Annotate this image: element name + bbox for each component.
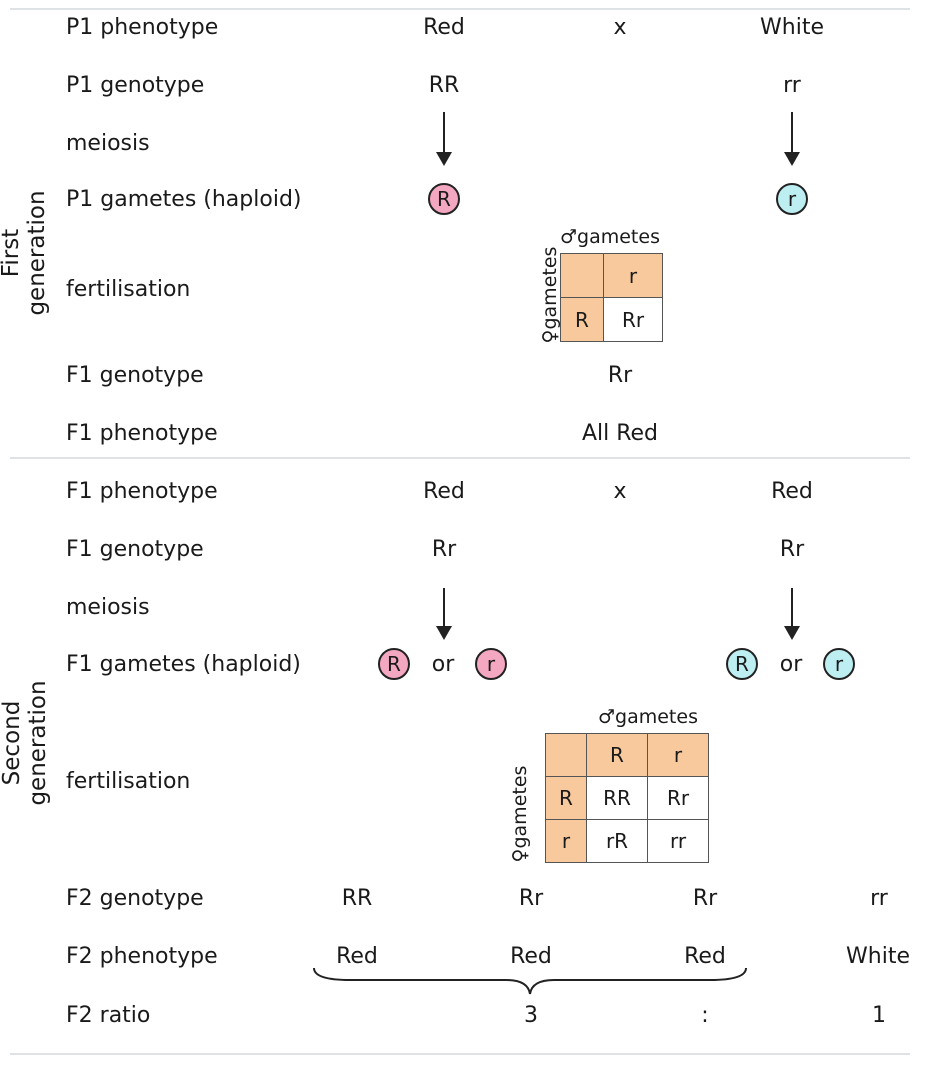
punnett-row-header: R — [545, 776, 587, 820]
punnett-cell: Rr — [647, 776, 709, 820]
punnett-cell: Rr — [603, 297, 663, 342]
cross-symbol: x — [613, 15, 627, 40]
female-gametes-label: ♀gametes — [539, 246, 561, 344]
f2-genotype-1: RR — [341, 886, 373, 911]
row-label-f1-phenotype-2: F1 phenotype — [66, 479, 218, 504]
f1-genotype-value: Rr — [607, 363, 633, 388]
punnett-cell: rR — [586, 819, 648, 863]
punnett-square-first: r R Rr — [560, 253, 663, 342]
ratio-separator: : — [701, 1003, 709, 1028]
parent-b-genotype: rr — [783, 73, 801, 98]
row-label-p1-gametes: P1 gametes (haploid) — [66, 187, 302, 212]
row-label-f1-gametes: F1 gametes (haploid) — [66, 652, 301, 677]
parent-a-phenotype: Red — [423, 15, 465, 40]
f2-phenotype-2: Red — [510, 944, 552, 969]
gamete-b-dominant: R — [726, 648, 758, 680]
f2-phenotype-1: Red — [336, 944, 378, 969]
gamete-b: r — [776, 183, 808, 215]
row-label-fertilisation-2: fertilisation — [66, 769, 191, 794]
bottom-divider — [10, 1053, 910, 1055]
punnett-corner — [560, 253, 604, 298]
gamete-b-recessive-allele: r — [834, 652, 844, 676]
gamete-a-dominant: R — [378, 648, 410, 680]
punnett-cell: RR — [586, 776, 648, 820]
f2-phenotype-3: Red — [684, 944, 726, 969]
punnett-cell: rr — [647, 819, 709, 863]
punnett-col-header: r — [603, 253, 663, 298]
female-gametes-label-2: ♀gametes — [509, 765, 531, 863]
punnett-square-second: R r R RR Rr r rR rr — [545, 733, 709, 863]
gamete-b-dominant-allele: R — [735, 652, 749, 676]
f2-genotype-3: Rr — [692, 886, 718, 911]
meiosis-arrow-a-2 — [436, 588, 452, 640]
row-label-meiosis-2: meiosis — [66, 595, 150, 620]
punnett-row-header: R — [560, 297, 604, 342]
punnett-corner-2 — [545, 733, 587, 777]
f2-phenotype-4: White — [846, 944, 910, 969]
gamete-b-allele: r — [787, 187, 797, 211]
f1-phenotype-value: All Red — [581, 421, 659, 446]
cross-symbol-2: x — [613, 479, 627, 504]
generation-divider — [10, 457, 910, 459]
parent-a-genotype-2: Rr — [431, 537, 457, 562]
gamete-a-recessive: r — [475, 648, 507, 680]
punnett-col-header: r — [647, 733, 709, 777]
f2-genotype-4: rr — [870, 886, 888, 911]
punnett-row-header: r — [545, 819, 587, 863]
or-text-a: or — [431, 652, 455, 677]
ratio-dominant: 3 — [524, 1003, 538, 1028]
row-label-f1-phenotype: F1 phenotype — [66, 421, 218, 446]
top-divider — [10, 8, 910, 10]
row-label-f2-ratio: F2 ratio — [66, 1003, 151, 1028]
parent-b-genotype-2: Rr — [779, 537, 805, 562]
male-gametes-label-2: ♂gametes — [598, 706, 698, 728]
parent-a-phenotype-2: Red — [423, 479, 465, 504]
parent-a-genotype: RR — [428, 73, 460, 98]
meiosis-arrow-b — [784, 112, 800, 166]
meiosis-arrow-b-2 — [784, 588, 800, 640]
gamete-a-recessive-allele: r — [486, 652, 496, 676]
second-generation-label: Second generation — [0, 680, 51, 806]
meiosis-arrow-a — [436, 112, 452, 166]
grouping-brace — [313, 967, 747, 995]
row-label-f2-phenotype: F2 phenotype — [66, 944, 218, 969]
or-text-b: or — [779, 652, 803, 677]
row-label-meiosis: meiosis — [66, 131, 150, 156]
parent-b-phenotype-2: Red — [771, 479, 813, 504]
punnett-col-header: R — [586, 733, 648, 777]
row-label-p1-genotype: P1 genotype — [66, 73, 205, 98]
gamete-a-dominant-allele: R — [387, 652, 401, 676]
gamete-a: R — [428, 183, 460, 215]
row-label-fertilisation: fertilisation — [66, 277, 191, 302]
row-label-f1-genotype-2: F1 genotype — [66, 537, 204, 562]
row-label-f2-genotype: F2 genotype — [66, 886, 204, 911]
gamete-b-recessive: r — [823, 648, 855, 680]
row-label-p1-phenotype: P1 phenotype — [66, 15, 219, 40]
male-gametes-label: ♂gametes — [560, 226, 660, 248]
ratio-recessive: 1 — [872, 1003, 886, 1028]
gamete-a-allele: R — [437, 187, 451, 211]
row-label-f1-genotype: F1 genotype — [66, 363, 204, 388]
parent-b-phenotype: White — [760, 15, 824, 40]
first-generation-label: First generation — [0, 190, 50, 316]
f2-genotype-2: Rr — [518, 886, 544, 911]
